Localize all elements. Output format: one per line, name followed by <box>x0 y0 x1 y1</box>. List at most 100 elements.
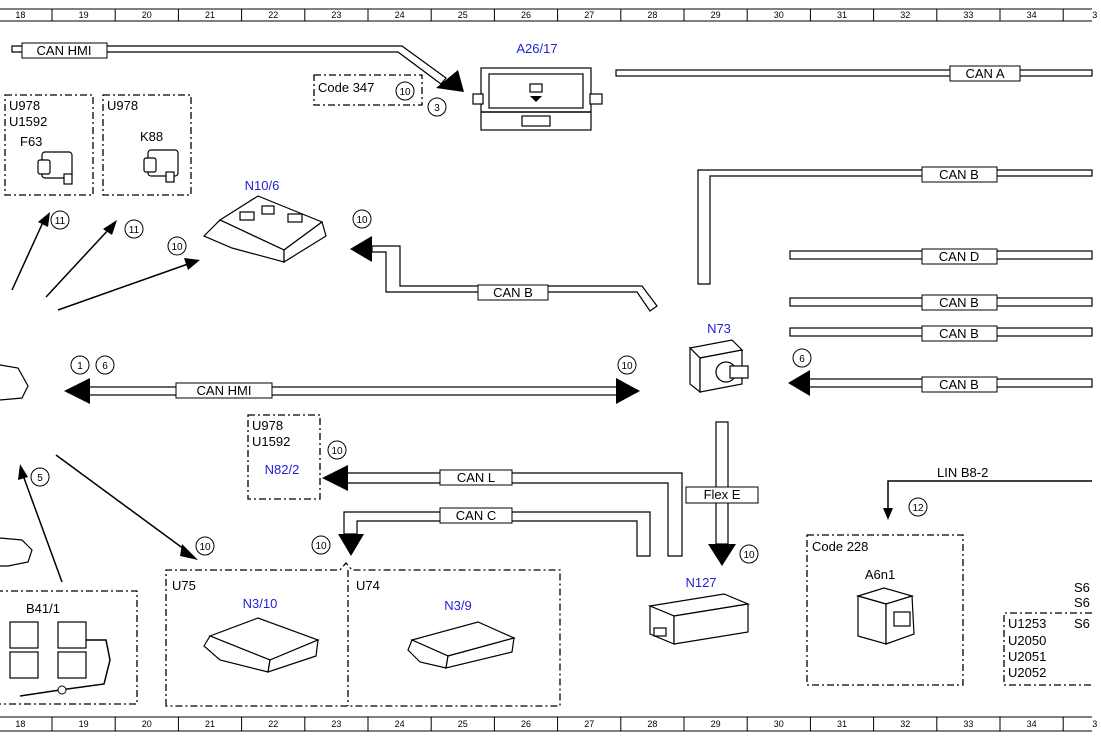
arrowhead-icon <box>708 544 736 566</box>
ruler-label: 21 <box>205 10 215 20</box>
partial-component-left <box>0 364 29 401</box>
n82-2-box: U978 U1592 N82/2 10 <box>247 414 347 500</box>
ruler-label: 25 <box>458 10 468 20</box>
svg-text:5: 5 <box>37 473 43 484</box>
component-n82-2[interactable]: N82/2 <box>265 462 300 477</box>
component-label: N3/9 <box>444 598 471 613</box>
bus-label: CAN C <box>456 508 496 523</box>
component-n73[interactable]: N73 <box>688 321 749 394</box>
svg-text:U1592: U1592 <box>9 114 47 129</box>
svg-text:10: 10 <box>331 446 343 457</box>
svg-text:U1592: U1592 <box>252 434 290 449</box>
bus-label: CAN L <box>457 470 495 485</box>
svg-text:U74: U74 <box>356 578 380 593</box>
arrowhead-icon <box>883 508 893 520</box>
partial-connector-left <box>0 537 33 567</box>
can-b-mid-bus: CAN B 10 <box>350 209 658 312</box>
arrowhead-icon <box>338 534 364 556</box>
bus-label: CAN B <box>493 285 533 300</box>
ruler-label: 34 <box>1027 10 1037 20</box>
ruler-label: 20 <box>142 10 152 20</box>
svg-text:6: 6 <box>102 361 108 372</box>
component-a6n1[interactable] <box>855 587 915 645</box>
u978-f63-box: U978 U1592 F63 <box>4 94 94 196</box>
ruler-label: 27 <box>584 719 594 729</box>
ruler-label: 22 <box>268 719 278 729</box>
component-f63[interactable] <box>37 151 73 185</box>
svg-text:10: 10 <box>171 242 183 253</box>
lin-b8-2-line: LIN B8-2 12 <box>883 465 1092 520</box>
ruler-label: 31 <box>837 10 847 20</box>
component-n127[interactable]: N127 <box>647 575 751 645</box>
ruler-label: 30 <box>774 10 784 20</box>
arrowhead-icon <box>322 465 348 491</box>
bus-label: CAN B <box>939 377 979 392</box>
bus-label: CAN HMI <box>37 43 92 58</box>
component-a26-17[interactable]: A26/17 <box>472 41 603 131</box>
can-b-4-bus: CAN B 6 <box>788 348 1093 396</box>
component-label: N10/6 <box>245 178 280 193</box>
bus-label: CAN B <box>939 167 979 182</box>
ruler-label: 3 <box>1092 719 1097 729</box>
svg-text:10: 10 <box>315 541 327 552</box>
svg-text:S6: S6 <box>1074 580 1090 595</box>
ruler-label: 30 <box>774 719 784 729</box>
code-label: Code 228 <box>812 539 868 554</box>
ruler-label: 24 <box>395 719 405 729</box>
ruler-label: 32 <box>900 10 910 20</box>
component-n10-6[interactable]: N10/6 <box>202 178 327 264</box>
can-hmi-main-bus: CAN HMI 1 6 10 <box>64 355 640 404</box>
ruler-label: 28 <box>647 719 657 729</box>
ruler-label: 20 <box>142 719 152 729</box>
svg-text:U978: U978 <box>252 418 283 433</box>
arrows-lower-left: 10 5 <box>18 454 215 583</box>
bus-label: Flex E <box>704 487 741 502</box>
component-n3-10[interactable]: N3/10 <box>203 596 320 673</box>
arrowhead-icon <box>788 370 810 396</box>
ruler-label: 29 <box>711 719 721 729</box>
svg-text:U978: U978 <box>107 98 138 113</box>
component-n3-9[interactable]: N3/9 <box>407 598 516 669</box>
svg-text:10: 10 <box>743 550 755 561</box>
ruler-label: 22 <box>268 10 278 20</box>
bus-label: CAN D <box>939 249 979 264</box>
ruler-label: 19 <box>79 10 89 20</box>
ruler-label: 27 <box>584 10 594 20</box>
component-b41-1[interactable] <box>9 621 111 697</box>
svg-text:10: 10 <box>199 542 211 553</box>
ruler-label: 25 <box>458 719 468 729</box>
ruler-label: 34 <box>1027 719 1037 729</box>
can-b-3-bus: CAN B <box>789 325 1093 342</box>
svg-text:S6: S6 <box>1074 595 1090 610</box>
bus-label: CAN A <box>965 66 1004 81</box>
component-k88[interactable] <box>143 149 179 183</box>
ruler-label: 33 <box>963 719 973 729</box>
svg-text:10: 10 <box>621 361 633 372</box>
b41-1-box: B41/1 <box>0 590 138 705</box>
can-l-bus: CAN L <box>322 465 683 557</box>
svg-text:U75: U75 <box>172 578 196 593</box>
arrows-to-n10-6: 11 11 10 <box>11 210 200 311</box>
bus-label: LIN B8-2 <box>937 465 988 480</box>
svg-text:U978: U978 <box>9 98 40 113</box>
code-347-box: Code 347 10 3 <box>313 74 447 117</box>
ruler-label: 18 <box>15 719 25 729</box>
bus-label: CAN B <box>939 295 979 310</box>
svg-text:S6: S6 <box>1074 616 1090 631</box>
svg-text:U2051: U2051 <box>1008 649 1046 664</box>
component-label: A26/17 <box>516 41 557 56</box>
flex-e-bus: Flex E 10 <box>685 421 759 566</box>
ruler-label: 3 <box>1092 10 1097 20</box>
bus-label: CAN HMI <box>197 383 252 398</box>
can-a-bus: CAN A <box>615 65 1093 82</box>
component-label: B41/1 <box>26 601 60 616</box>
svg-text:U1253: U1253 <box>1008 616 1046 631</box>
svg-text:12: 12 <box>912 503 924 514</box>
component-label: F63 <box>20 134 42 149</box>
component-label: A6n1 <box>865 567 895 582</box>
svg-text:11: 11 <box>129 225 140 236</box>
ruler-label: 23 <box>331 10 341 20</box>
code-228-box: Code 228 A6n1 <box>806 534 964 686</box>
